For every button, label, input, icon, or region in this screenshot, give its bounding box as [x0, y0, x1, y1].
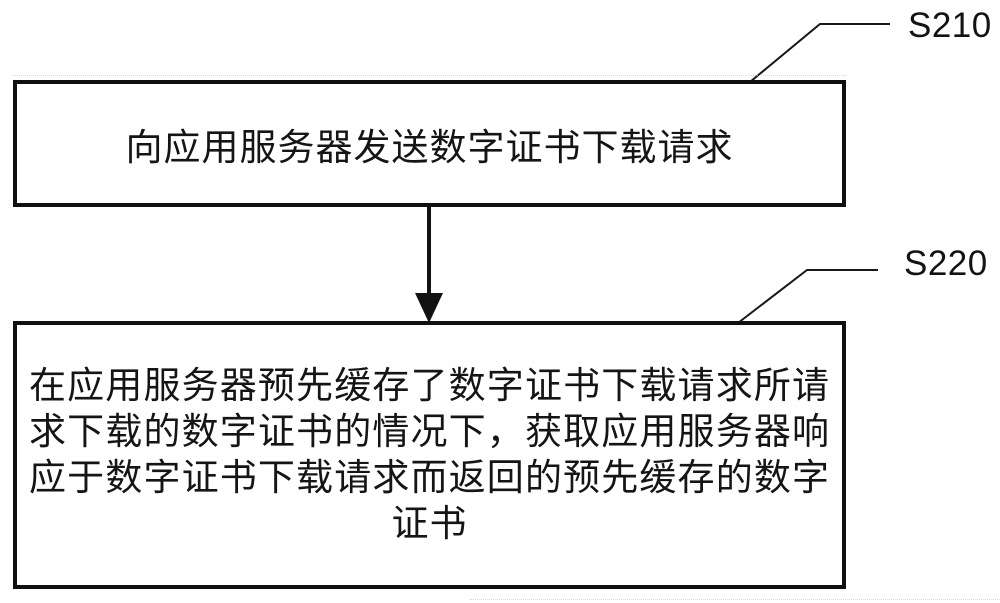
s210-leader-line	[749, 23, 890, 83]
scan-artifact-line	[13, 75, 846, 76]
step-s220-text-line-3: 应于数字证书下载请求而返回的预先缓存的数字	[29, 457, 830, 498]
step-label-s220: S220	[904, 244, 988, 283]
step-box-s220: 在应用服务器预先缓存了数字证书下载请求所请 求下载的数字证书的情况下，获取应用服…	[13, 321, 846, 589]
scan-artifact-line	[470, 599, 1000, 600]
step-s220-text-line-2: 求下载的数字证书的情况下，获取应用服务器响	[29, 411, 830, 452]
step-s220-text-line-4: 证书	[391, 503, 468, 544]
arrow-head-icon	[415, 293, 443, 323]
step-box-s210: 向应用服务器发送数字证书下载请求	[13, 80, 846, 207]
s220-leader-line	[737, 269, 878, 324]
step-label-s210: S210	[908, 6, 992, 45]
step-s220-text-line-1: 在应用服务器预先缓存了数字证书下载请求所请	[29, 365, 830, 406]
step-s210-text: 向应用服务器发送数字证书下载请求	[125, 126, 734, 168]
